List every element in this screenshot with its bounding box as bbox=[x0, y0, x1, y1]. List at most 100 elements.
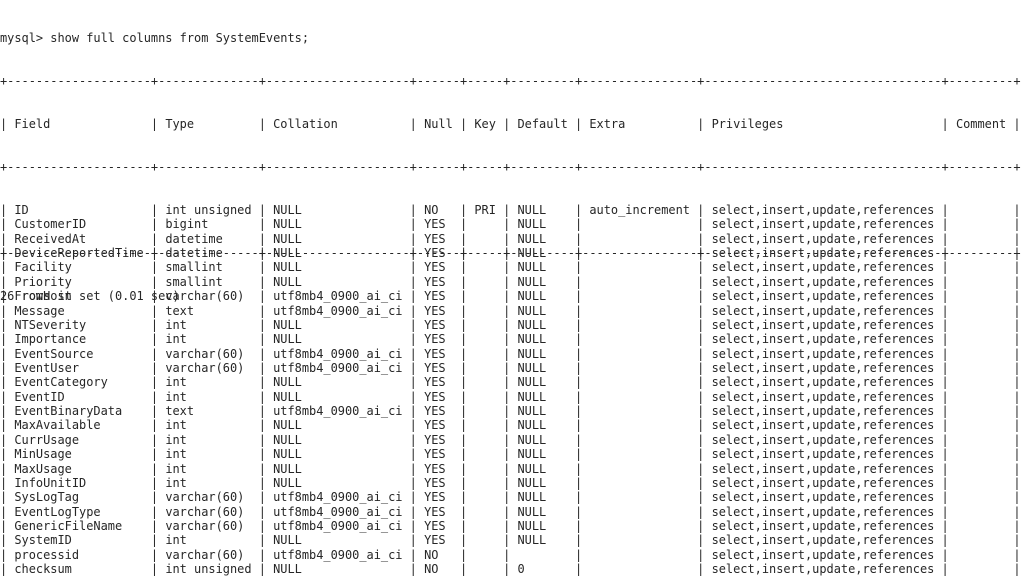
table-cell-default: NULL bbox=[517, 289, 547, 304]
table-cell-default: NULL bbox=[517, 246, 547, 261]
table-cell-null: YES bbox=[424, 518, 446, 533]
table-cell-null: YES bbox=[424, 404, 446, 419]
table-cell-collation: utf8mb4_0900_ai_ci bbox=[273, 346, 403, 361]
result-footer: 26 rows in set (0.01 sec) bbox=[0, 289, 180, 304]
command-line: mysql> show full columns from SystemEven… bbox=[0, 30, 310, 45]
table-cell-null: YES bbox=[424, 447, 446, 462]
table-cell-type: varchar(60) bbox=[165, 547, 245, 562]
table-cell-type: varchar(60) bbox=[165, 490, 245, 505]
table-row: | Message | text | utf8mb4_0900_ai_ci | … bbox=[0, 303, 1021, 318]
table-cell-null: YES bbox=[424, 432, 446, 447]
table-cell-field: EventLogType bbox=[14, 504, 101, 519]
table-row: | EventLogType | varchar(60) | utf8mb4_0… bbox=[0, 504, 1021, 519]
table-row: | SystemID | int | NULL | YES | | NULL |… bbox=[0, 533, 1021, 548]
table-cell-privileges: select,insert,update,references bbox=[711, 461, 935, 476]
table-cell-type: smallint bbox=[165, 260, 223, 275]
table-cell-type: int unsigned bbox=[165, 203, 252, 218]
table-cell-type: int bbox=[165, 332, 187, 347]
table-cell-collation: NULL bbox=[273, 475, 302, 490]
table-cell-default: 0 bbox=[517, 562, 525, 576]
table-cell-type: varchar(60) bbox=[165, 289, 245, 304]
table-cell-null: NO bbox=[424, 547, 439, 562]
table-row: | Priority | smallint | NULL | YES | | N… bbox=[0, 274, 1021, 289]
table-cell-collation: NULL bbox=[273, 418, 302, 433]
column-header-field: Field bbox=[14, 116, 51, 131]
table-cell-null: YES bbox=[424, 274, 446, 289]
table-cell-collation: utf8mb4_0900_ai_ci bbox=[273, 490, 403, 505]
table-row: | Facility | smallint | NULL | YES | | N… bbox=[0, 260, 1021, 275]
table-cell-default: NULL bbox=[517, 490, 547, 505]
table-row: | InfoUnitID | int | NULL | YES | | NULL… bbox=[0, 475, 1021, 490]
table-cell-default: NULL bbox=[517, 360, 547, 375]
table-row: | EventSource | varchar(60) | utf8mb4_09… bbox=[0, 346, 1021, 361]
table-cell-null: YES bbox=[424, 533, 446, 548]
table-row: | GenericFileName | varchar(60) | utf8mb… bbox=[0, 518, 1021, 533]
table-cell-privileges: select,insert,update,references bbox=[711, 447, 935, 462]
table-cell-null: YES bbox=[424, 246, 446, 261]
table-cell-field: Message bbox=[14, 303, 65, 318]
table-cell-default: NULL bbox=[517, 274, 547, 289]
table-border-header: +--------------------+--------------+---… bbox=[0, 159, 1021, 174]
table-cell-field: SysLogTag bbox=[14, 490, 80, 505]
table-row: | CurrUsage | int | NULL | YES | | NULL … bbox=[0, 432, 1021, 447]
table-cell-privileges: select,insert,update,references bbox=[711, 518, 935, 533]
table-cell-field: EventCategory bbox=[14, 375, 108, 390]
table-cell-null: YES bbox=[424, 303, 446, 318]
table-cell-privileges: select,insert,update,references bbox=[711, 246, 935, 261]
table-cell-default: NULL bbox=[517, 504, 547, 519]
table-cell-collation: NULL bbox=[273, 231, 302, 246]
table-cell-field: MaxUsage bbox=[14, 461, 72, 476]
table-cell-collation: utf8mb4_0900_ai_ci bbox=[273, 547, 403, 562]
column-header-type: Type bbox=[165, 116, 195, 131]
table-cell-privileges: select,insert,update,references bbox=[711, 217, 935, 232]
table-cell-null: YES bbox=[424, 389, 446, 404]
table-cell-field: DeviceReportedTime bbox=[14, 246, 144, 261]
column-header-null: Null bbox=[424, 116, 453, 131]
table-cell-key: PRI bbox=[474, 203, 496, 218]
table-row: | FromHost | varchar(60) | utf8mb4_0900_… bbox=[0, 289, 1021, 304]
table-cell-null: YES bbox=[424, 289, 446, 304]
table-row: | processid | varchar(60) | utf8mb4_0900… bbox=[0, 547, 1021, 562]
table-cell-privileges: select,insert,update,references bbox=[711, 404, 935, 419]
table-row: | CustomerID | bigint | NULL | YES | | N… bbox=[0, 217, 1021, 232]
table-cell-privileges: select,insert,update,references bbox=[711, 533, 935, 548]
table-cell-default: NULL bbox=[517, 303, 547, 318]
table-cell-null: YES bbox=[424, 317, 446, 332]
table-cell-privileges: select,insert,update,references bbox=[711, 490, 935, 505]
table-cell-default: NULL bbox=[517, 389, 547, 404]
table-cell-collation: utf8mb4_0900_ai_ci bbox=[273, 303, 403, 318]
table-cell-field: processid bbox=[14, 547, 80, 562]
table-cell-collation: NULL bbox=[273, 274, 302, 289]
table-cell-extra: auto_increment bbox=[589, 203, 690, 218]
table-cell-collation: NULL bbox=[273, 203, 302, 218]
table-cell-type: text bbox=[165, 404, 195, 419]
table-cell-collation: NULL bbox=[273, 432, 302, 447]
table-row: | SysLogTag | varchar(60) | utf8mb4_0900… bbox=[0, 490, 1021, 505]
table-cell-collation: NULL bbox=[273, 447, 302, 462]
table-cell-default: NULL bbox=[517, 346, 547, 361]
table-cell-null: YES bbox=[424, 375, 446, 390]
table-cell-default: NULL bbox=[517, 533, 547, 548]
column-header-default: Default bbox=[517, 116, 568, 131]
table-cell-null: YES bbox=[424, 504, 446, 519]
column-header-extra: Extra bbox=[589, 116, 626, 131]
table-cell-null: NO bbox=[424, 562, 439, 576]
table-cell-field: ReceivedAt bbox=[14, 231, 87, 246]
table-cell-collation: utf8mb4_0900_ai_ci bbox=[273, 360, 403, 375]
table-row: | EventUser | varchar(60) | utf8mb4_0900… bbox=[0, 360, 1021, 375]
table-row: | MaxAvailable | int | NULL | YES | | NU… bbox=[0, 418, 1021, 433]
table-cell-field: SystemID bbox=[14, 533, 72, 548]
table-cell-default: NULL bbox=[517, 461, 547, 476]
table-cell-privileges: select,insert,update,references bbox=[711, 260, 935, 275]
table-cell-default: NULL bbox=[517, 432, 547, 447]
table-cell-collation: NULL bbox=[273, 317, 302, 332]
table-cell-null: YES bbox=[424, 490, 446, 505]
table-cell-default: NULL bbox=[517, 217, 547, 232]
table-cell-field: checksum bbox=[14, 562, 72, 576]
table-cell-privileges: select,insert,update,references bbox=[711, 289, 935, 304]
table-cell-type: varchar(60) bbox=[165, 360, 245, 375]
table-cell-privileges: select,insert,update,references bbox=[711, 562, 935, 576]
table-cell-type: int bbox=[165, 389, 187, 404]
table-cell-null: YES bbox=[424, 231, 446, 246]
